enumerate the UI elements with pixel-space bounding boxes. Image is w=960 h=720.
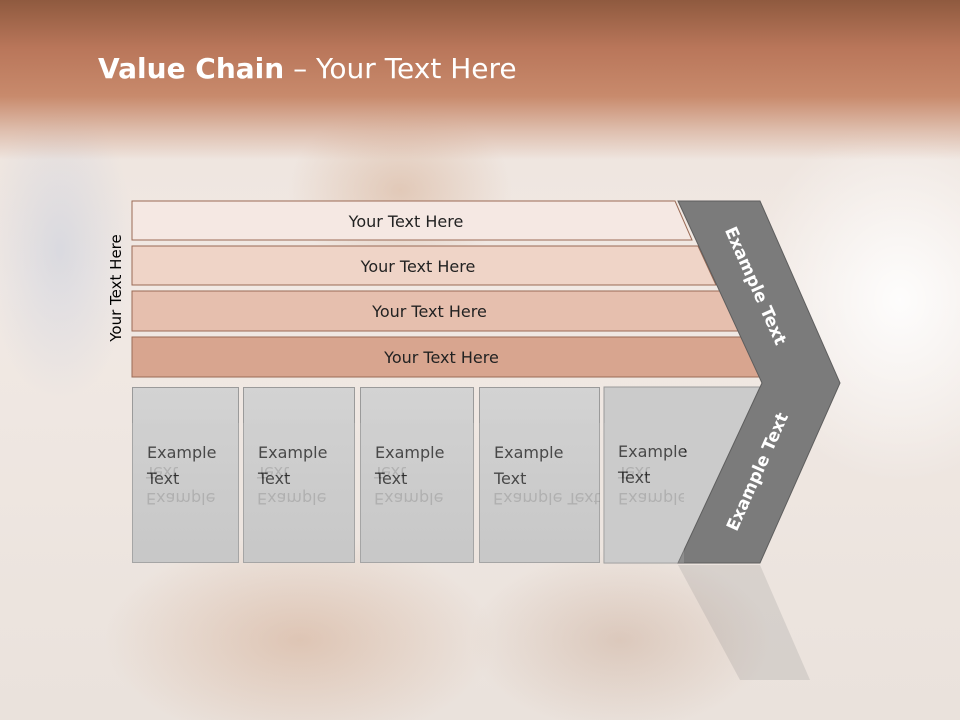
reflection-2-line1: Example [257, 489, 327, 508]
slide-title: Value Chain – Your Text Here [98, 52, 517, 85]
band-1-label: Your Text Here [348, 211, 464, 231]
activity-reflection-4: Example Text [479, 423, 600, 563]
activity-1-line1: Example [147, 440, 238, 466]
activity-reflection-5: Example Text [604, 423, 684, 563]
activity-reflection-1: Example Text [132, 423, 239, 563]
band-3-label: Your Text Here [372, 301, 487, 321]
activity-reflection-2: Example Text [243, 423, 355, 563]
reflection-5-line2: Text [618, 463, 651, 482]
band-2-label: Your Text Here [360, 256, 476, 276]
band-4: Your Text Here [132, 337, 763, 377]
activity-3-line1: Example [375, 440, 473, 466]
title-bold: Value Chain [98, 52, 285, 85]
activity-4-line2: Text [494, 466, 599, 492]
activity-2-line1: Example [258, 440, 354, 466]
activity-1-line2: Text [147, 466, 238, 492]
reflection-group [678, 565, 810, 680]
margin-chevron-reflection [678, 565, 810, 680]
margin-chevron [677, 200, 841, 564]
activity-3-line2: Text [375, 466, 473, 492]
title-rest: – Your Text Here [284, 52, 517, 85]
reflection-4-line2: Text [567, 489, 600, 508]
activity-box-2: Example Text [243, 387, 355, 563]
activity-box-3: Example Text [360, 387, 474, 563]
band-shape-1 [131, 200, 693, 241]
activity-4-line1: Example [494, 440, 599, 466]
band-3: Your Text Here [132, 291, 739, 331]
activity-box-5: Example Text [604, 387, 724, 563]
band-shape-2 [131, 245, 717, 286]
reflection-3-line2: Text [374, 463, 407, 482]
activity-5-line2: Text [618, 465, 724, 491]
activity-reflection-3: Example Text [360, 423, 474, 563]
activity-5-line1: Example [618, 439, 724, 465]
activity-box-1: Example Text [132, 387, 239, 563]
activity-box-4: Example Text [479, 387, 600, 563]
band-4-label: Your Text Here [384, 347, 499, 367]
reflection-1-line2: Text [146, 463, 179, 482]
title-bar [0, 0, 960, 160]
activity-2-line2: Text [258, 466, 354, 492]
reflection-3-line1: Example [374, 489, 444, 508]
reflection-2-line2: Text [257, 463, 290, 482]
reflection-5-line1: Example [618, 489, 684, 508]
band-2: Your Text Here [132, 246, 716, 286]
reflection-1-line1: Example [146, 489, 216, 508]
reflection-4-line1: Example [493, 489, 563, 508]
band-1: Your Text Here [132, 201, 692, 241]
